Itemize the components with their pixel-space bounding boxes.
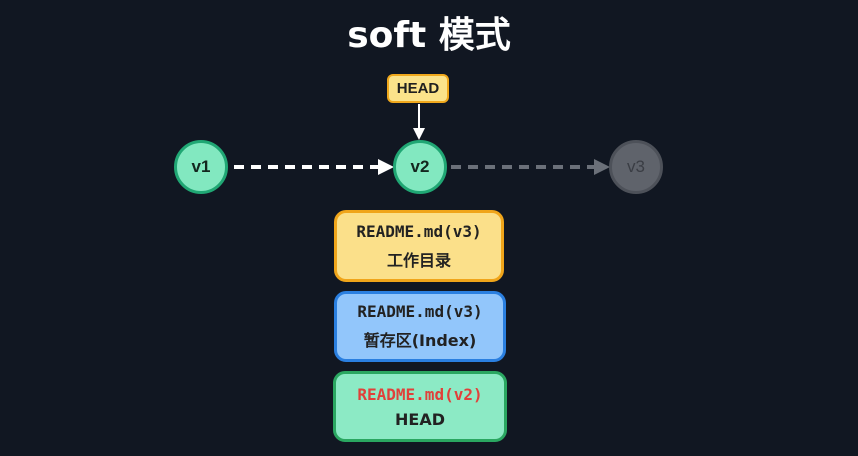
commit-node-v2: v2: [393, 140, 447, 194]
edge-v1-v2-arrowhead: [378, 159, 394, 175]
head-commit-file: README.md(v2): [357, 384, 483, 404]
working-directory-file: README.md(v3): [356, 221, 482, 241]
commit-node-v1: v1: [174, 140, 228, 194]
head-commit-label: HEAD: [395, 409, 445, 429]
staging-area-box: README.md(v3) 暂存区(Index): [334, 291, 506, 362]
head-pointer-badge: HEAD: [387, 74, 449, 103]
page-title: soft 模式: [347, 15, 511, 56]
head-pointer-arrowhead: [413, 128, 425, 140]
head-commit-box: README.md(v2) HEAD: [333, 371, 507, 442]
working-directory-box: README.md(v3) 工作目录: [334, 210, 504, 282]
staging-area-label: 暂存区(Index): [363, 331, 477, 350]
staging-area-file: README.md(v3): [357, 302, 483, 321]
working-directory-label: 工作目录: [386, 250, 451, 270]
edge-v2-v3-arrowhead: [594, 159, 610, 175]
commit-node-v3: v3: [609, 140, 663, 194]
